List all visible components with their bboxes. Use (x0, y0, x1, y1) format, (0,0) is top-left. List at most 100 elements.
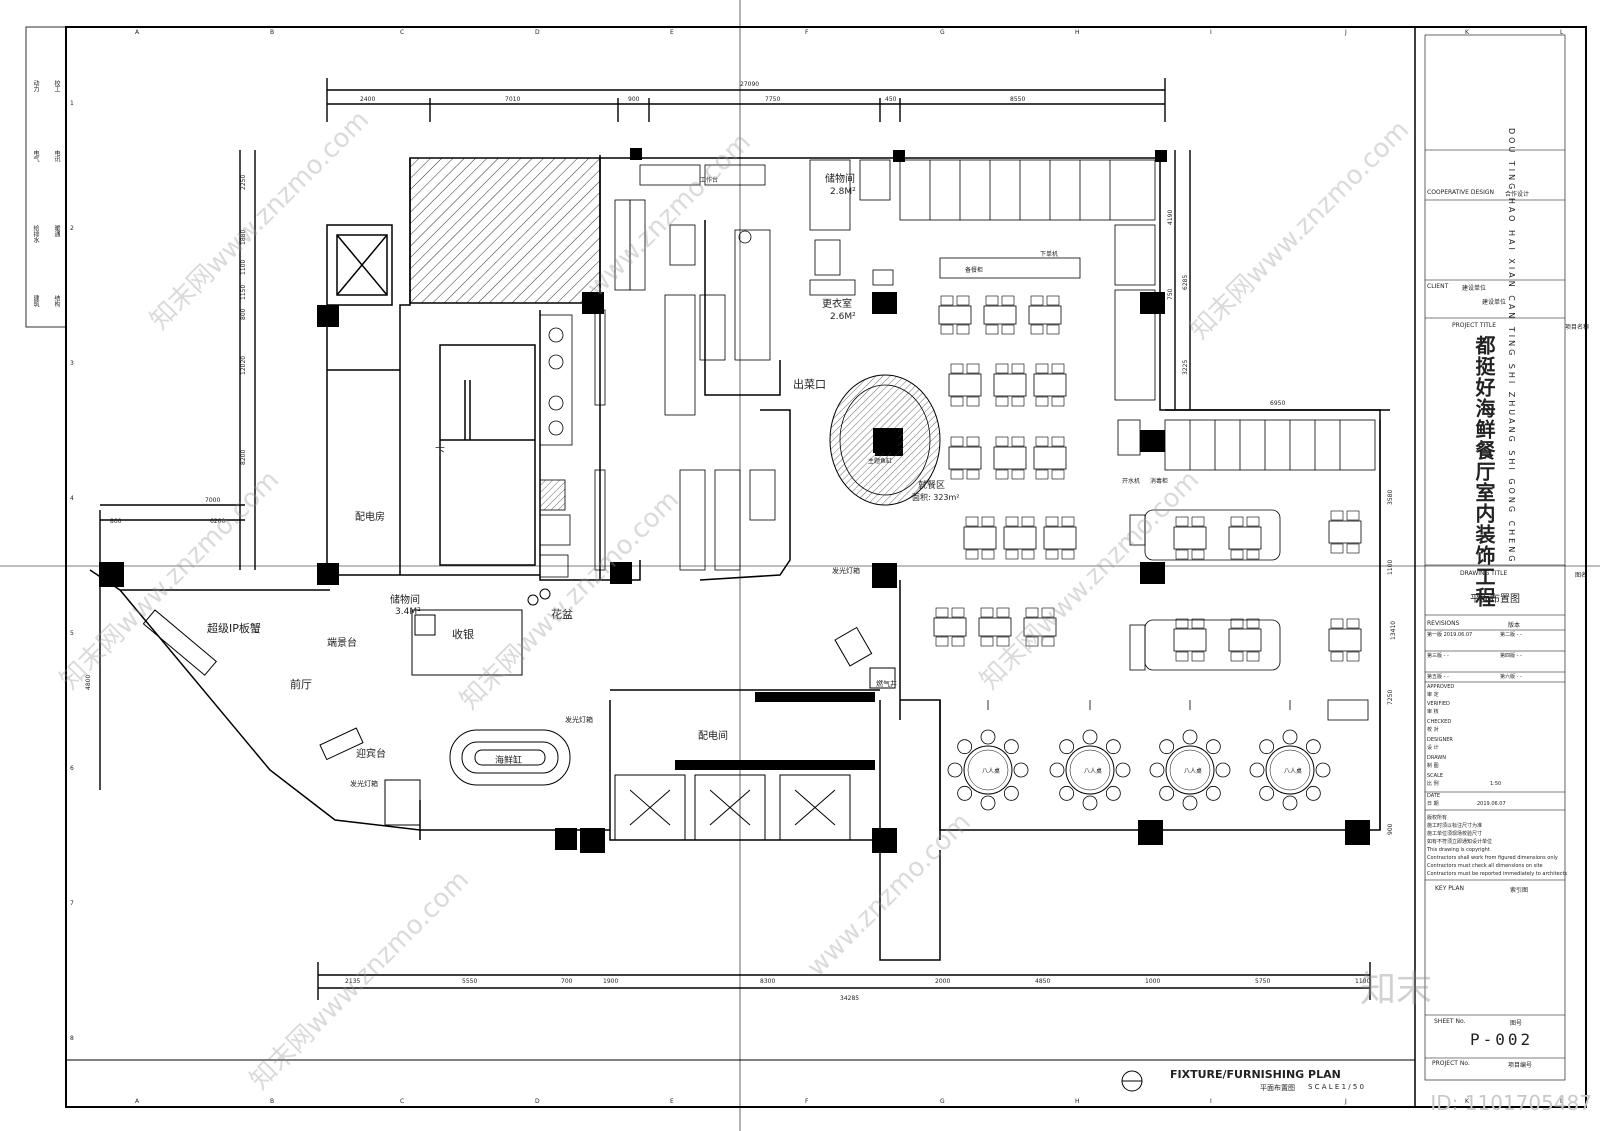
dim-top-3: 7750 (765, 96, 780, 103)
grid-col-bottom-F: F (805, 1098, 809, 1105)
grid-col-D: D (535, 29, 540, 36)
strip-electric: 电气 (32, 150, 39, 162)
dim-left-6: 8200 (240, 450, 247, 465)
tb-sheet-no-cn: 图号 (1510, 1020, 1523, 1027)
tb-designer: DESIGNER (1427, 737, 1453, 743)
kitchen-equipment (539, 159, 894, 578)
grid-col-bottom-K: K (1465, 1098, 1470, 1105)
dim-top-4: 450 (885, 96, 897, 103)
tb-drawing-title-cn: 图名 (1575, 572, 1588, 579)
tb-note-5: This drawing is copyright (1427, 847, 1490, 853)
label-lightbox-2: 发光灯箱 (565, 715, 593, 724)
grid-col-E: E (670, 29, 674, 36)
tb-approved-cn: 审 定 (1427, 692, 1439, 698)
label-down: 下 (435, 447, 445, 458)
label-serving: 出菜口 (793, 377, 826, 391)
dim-bottom-5: 2000 (935, 978, 950, 985)
dining-table (963, 516, 997, 560)
tb-drawing-title: DRAWING TITLE (1460, 570, 1508, 577)
sheet-title-cn: 平面布置图 (1260, 1084, 1295, 1092)
dining-table (1003, 516, 1037, 560)
dining-table (1328, 618, 1362, 662)
dining-table (993, 436, 1027, 480)
grid-col-C: C (400, 29, 404, 36)
dining-table (1028, 295, 1062, 335)
tb-rev-6: 第六版 - - (1500, 674, 1522, 680)
round-table: 八人桌 (947, 700, 1029, 811)
label-distribution-room: 配电房 (355, 510, 385, 523)
sheet-title-circle (1120, 1069, 1144, 1096)
sheet-border (65, 26, 1587, 1108)
dim-right-9: 900 (1387, 823, 1394, 835)
round-table: 八人桌 (1249, 700, 1331, 811)
round-table-label: 八人桌 (982, 767, 1000, 775)
tb-date-val: 2019.06.07 (1477, 801, 1506, 807)
sheet-number: P-002 (1470, 1030, 1534, 1049)
dining-table (1173, 618, 1207, 662)
label-storage-2-area: 2.8M² (830, 187, 856, 197)
label-seafood-tank: 海鲜缸 (495, 754, 522, 766)
wall-seating-top (899, 159, 1376, 721)
label-locker: 更衣室 (822, 297, 852, 310)
tb-approved: APPROVED (1427, 684, 1455, 690)
dim-left-4: 800 (240, 308, 247, 320)
dining-table (1033, 363, 1067, 407)
grid-col-G: G (940, 29, 945, 36)
strip-struct: 结构 (53, 295, 60, 307)
dining-table (1328, 510, 1362, 554)
grid-col-bottom-D: D (535, 1098, 540, 1105)
seafood-tank (449, 729, 571, 786)
round-table: 八人桌 (1049, 700, 1131, 811)
round-table-label: 八人桌 (1084, 767, 1102, 775)
grid-col-K: K (1465, 29, 1470, 36)
grid-col-F: F (805, 29, 809, 36)
strip-telecom: 电讯 (53, 150, 60, 162)
grid-row-2: 2 (70, 225, 74, 232)
dim-right-0: 4190 (1167, 210, 1174, 225)
grid-col-L: L (1560, 29, 1564, 36)
label-dining-area: 面积: 323m² (912, 492, 960, 502)
tb-designer-cn: 设 计 (1427, 745, 1439, 751)
dining-table (938, 295, 972, 335)
dining-table (1043, 516, 1077, 560)
dim-right-4: 6950 (1270, 400, 1285, 407)
grid-row-7: 7 (70, 900, 74, 907)
round-table-label: 八人桌 (1184, 767, 1202, 775)
dim-bottom-total: 34285 (840, 995, 859, 1002)
tb-note-6: Contractors shall work from figured dime… (1427, 855, 1558, 861)
grid-col-A: A (135, 29, 140, 36)
sheet-scale: S C A L E 1 / 5 0 (1308, 1083, 1364, 1091)
dining-table (993, 363, 1027, 407)
tb-scale-val: 1:50 (1490, 781, 1502, 787)
label-lightbox-1: 发光灯箱 (350, 779, 378, 788)
label-prep-table: 工作台 (700, 176, 718, 184)
dining-tables (933, 295, 1362, 662)
grid-col-bottom-L: L (1560, 1098, 1564, 1105)
dim-right-5: 3580 (1387, 490, 1394, 505)
dim-left-7: 4800 (85, 675, 92, 690)
dim-bottom-0: 2135 (345, 978, 360, 985)
grid-row-3: 3 (70, 360, 74, 367)
dim-left-small-0: 7000 (205, 497, 220, 504)
dining-table (1228, 516, 1262, 560)
dim-left-2: 1100 (240, 260, 247, 275)
label-storage-1-area: 3.4M² (395, 607, 421, 617)
dim-bottom-6: 4850 (1035, 978, 1050, 985)
tb-drawn: DRAWN (1427, 755, 1446, 761)
dim-right-2: 6285 (1182, 275, 1189, 290)
dim-top-0: 2400 (360, 96, 375, 103)
strip-arch: 建筑 (32, 295, 39, 307)
tb-project-no-cn: 项目编号 (1508, 1062, 1533, 1069)
section-marker-icon (1121, 1070, 1143, 1092)
grid-col-H: H (1075, 29, 1080, 36)
dim-bottom-1: 5550 (462, 978, 477, 985)
dining-table (983, 295, 1017, 335)
dim-left-1: 1880 (240, 230, 247, 245)
label-switch-room: 配电间 (698, 729, 728, 742)
tb-client-cn-2: 建设单位 (1482, 299, 1507, 306)
tb-note-1: 版权所有 (1427, 815, 1448, 821)
